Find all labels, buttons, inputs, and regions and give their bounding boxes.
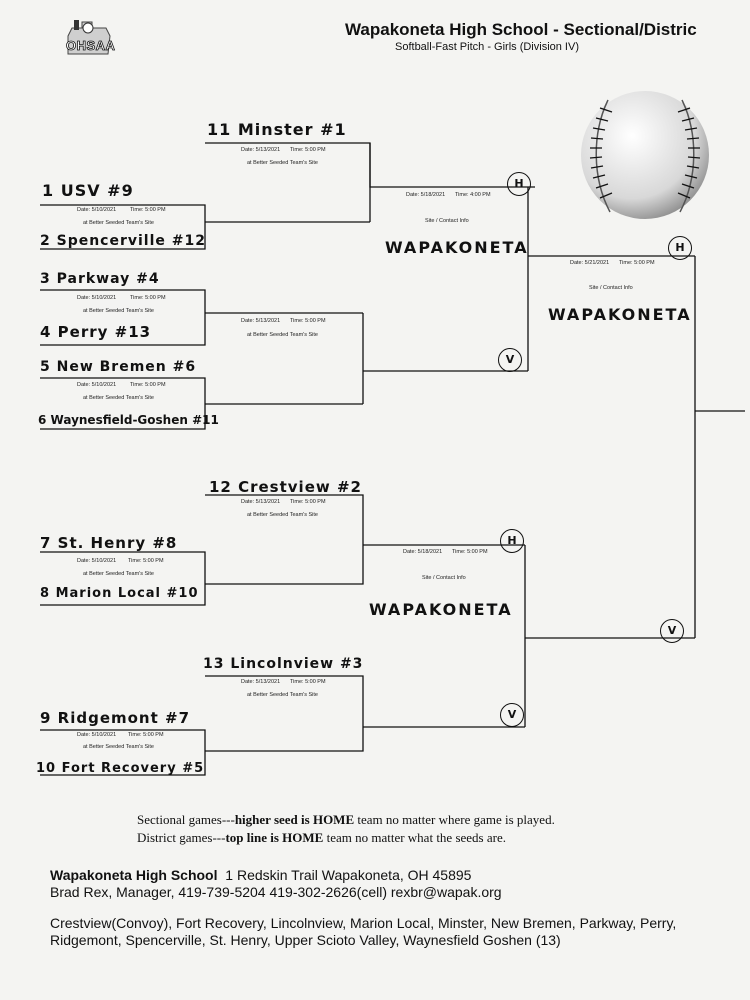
game-time: Time: 5:00 PM — [130, 382, 166, 388]
footer-contact: Brad Rex, Manager, 419-739-5204 419-302-… — [50, 884, 502, 900]
footer: Wapakoneta High School 1 Redskin Trail W… — [50, 867, 700, 949]
footer-address: 1 Redskin Trail Wapakoneta, OH 45895 — [225, 867, 472, 883]
game-venue: WAPAKONETA — [385, 238, 529, 257]
team-waynesfield-goshen: 6 Waynesfield-Goshen #11 — [38, 413, 219, 427]
game-date: Date: 5/13/2021 — [241, 679, 281, 685]
team-spencerville: 2 Spencerville #12 — [40, 233, 206, 249]
note-text: team no matter what the seeds are. — [323, 830, 506, 845]
footer-school-line: Wapakoneta High School 1 Redskin Trail W… — [50, 867, 700, 884]
team-perry: 4 Perry #13 — [40, 323, 152, 341]
game-date: Date: 5/13/2021 — [241, 147, 281, 153]
game-date: Date: 5/10/2021 — [77, 207, 117, 213]
game-site: Site / Contact Info — [589, 285, 633, 291]
game-site: Site / Contact Info — [422, 575, 466, 581]
game-time: Time: 5:00 PM — [130, 295, 166, 301]
game-venue: WAPAKONETA — [548, 305, 692, 324]
game-site: at Better Seeded Team's Site — [83, 220, 154, 226]
note-text: District games--- — [137, 830, 226, 845]
team-ridgemont: 9 Ridgemont #7 — [40, 709, 191, 727]
game-date: Date: 5/13/2021 — [241, 318, 281, 324]
team-new-bremen: 5 New Bremen #6 — [40, 359, 197, 375]
footer-teams-list: Crestview(Convoy), Fort Recovery, Lincol… — [50, 915, 677, 948]
game-time: Time: 5:00 PM — [290, 318, 326, 324]
game-time: Time: 5:00 PM — [290, 499, 326, 505]
game-site: at Better Seeded Team's Site — [247, 332, 318, 338]
game-site: at Better Seeded Team's Site — [83, 395, 154, 401]
game-date: Date: 5/18/2021 — [403, 549, 443, 555]
home-mark: H — [500, 529, 524, 553]
team-fort-recovery: 10 Fort Recovery #5 — [36, 761, 205, 776]
game-time: Time: 5:00 PM — [128, 558, 164, 564]
page-title: Wapakoneta High School - Sectional/Distr… — [345, 20, 697, 39]
team-st-henry: 7 St. Henry #8 — [40, 534, 178, 552]
team-crestview: 12 Crestview #2 — [209, 478, 362, 496]
rules-notes: Sectional games---higher seed is HOME te… — [137, 811, 555, 847]
game-date: Date: 5/10/2021 — [77, 732, 117, 738]
page-subtitle: Softball-Fast Pitch - Girls (Division IV… — [395, 41, 579, 53]
visitor-mark: V — [500, 703, 524, 727]
game-site: at Better Seeded Team's Site — [247, 512, 318, 518]
district-note: District games---top line is HOME team n… — [137, 829, 555, 847]
home-mark: H — [668, 236, 692, 260]
note-text: team no matter where game is played. — [354, 812, 555, 827]
softball-image — [578, 88, 712, 222]
game-time: Time: 4:00 PM — [455, 192, 491, 198]
game-site: at Better Seeded Team's Site — [83, 744, 154, 750]
visitor-mark: V — [498, 348, 522, 372]
game-date: Date: 5/10/2021 — [77, 382, 117, 388]
team-parkway: 3 Parkway #4 — [40, 271, 160, 287]
game-date: Date: 5/10/2021 — [77, 295, 117, 301]
game-date: Date: 5/10/2021 — [77, 558, 117, 564]
home-mark: H — [507, 172, 531, 196]
team-marion-local: 8 Marion Local #10 — [40, 586, 199, 601]
game-date: Date: 5/18/2021 — [406, 192, 446, 198]
game-time: Time: 5:00 PM — [452, 549, 488, 555]
game-site: at Better Seeded Team's Site — [83, 308, 154, 314]
game-site: at Better Seeded Team's Site — [247, 160, 318, 166]
game-site: at Better Seeded Team's Site — [83, 571, 154, 577]
game-time: Time: 5:00 PM — [619, 260, 655, 266]
game-time: Time: 5:00 PM — [128, 732, 164, 738]
game-time: Time: 5:00 PM — [130, 207, 166, 213]
footer-school: Wapakoneta High School — [50, 867, 218, 883]
note-emphasis: higher seed is HOME — [234, 812, 355, 827]
logo-text: OHSAA — [66, 38, 116, 54]
sectional-note: Sectional games---higher seed is HOME te… — [137, 811, 555, 829]
game-site: at Better Seeded Team's Site — [247, 692, 318, 698]
note-text: Sectional games--- — [137, 812, 235, 827]
game-date: Date: 5/21/2021 — [570, 260, 610, 266]
game-site: Site / Contact Info — [425, 218, 469, 224]
note-emphasis: top line is HOME — [225, 830, 324, 845]
game-venue: WAPAKONETA — [369, 600, 513, 619]
visitor-mark: V — [660, 619, 684, 643]
ohsaa-logo: OHSAA — [62, 14, 116, 64]
team-lincolnview: 13 Lincolnview #3 — [203, 656, 364, 672]
team-minster: 11 Minster #1 — [207, 120, 347, 139]
team-usv: 1 USV #9 — [42, 181, 134, 200]
game-time: Time: 5:00 PM — [290, 679, 326, 685]
game-time: Time: 5:00 PM — [290, 147, 326, 153]
game-date: Date: 5/13/2021 — [241, 499, 281, 505]
